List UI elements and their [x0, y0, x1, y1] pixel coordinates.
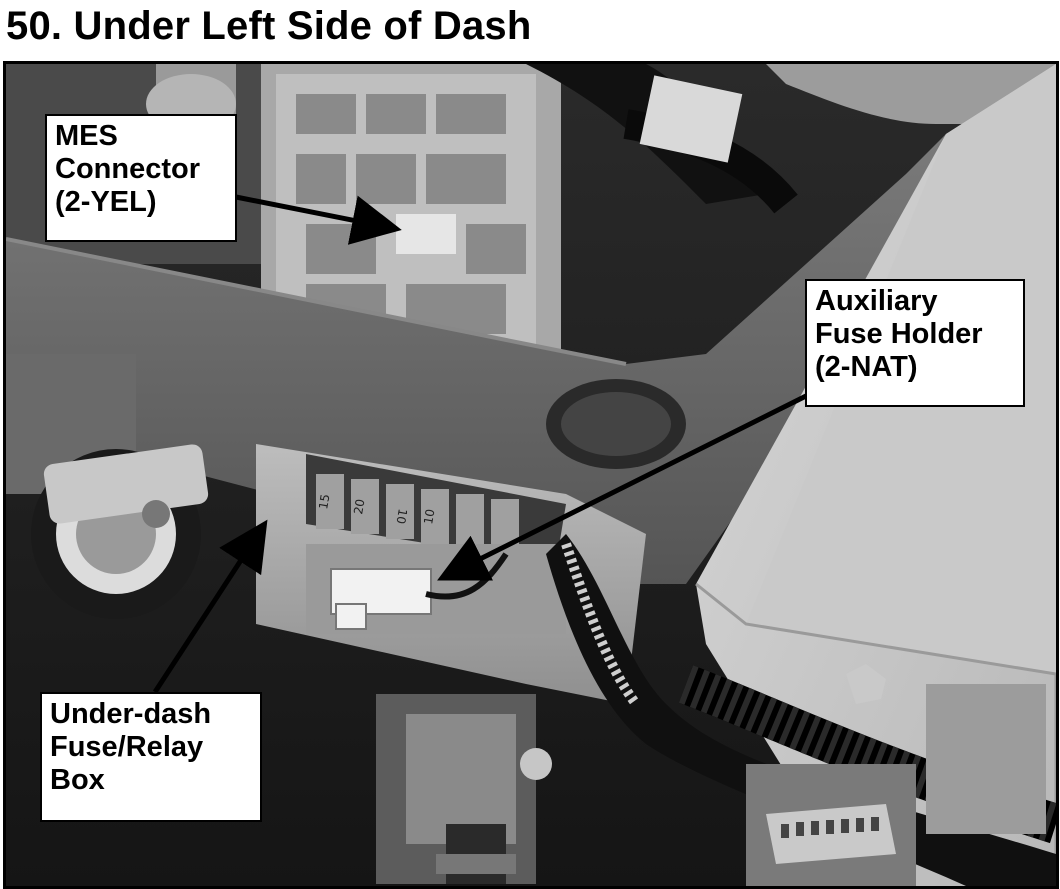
fuse-label-20: 20	[351, 498, 367, 515]
aux-fuse-holder-line3: (2-NAT)	[815, 351, 918, 383]
fuse-label-15: 15	[316, 493, 332, 510]
aux-fuse-holder-line1: Auxiliary	[815, 285, 938, 317]
fuse-label-10a: 10	[393, 508, 409, 525]
mes-connector-line1: MES	[55, 120, 118, 152]
underdash-box-line3: Box	[50, 764, 105, 796]
underdash-box-line2: Fuse/Relay	[50, 731, 204, 763]
underdash-box-callout: Under-dash Fuse/Relay Box	[40, 692, 262, 822]
mes-connector-callout: MES Connector (2-YEL)	[45, 114, 237, 242]
page-title: 50. Under Left Side of Dash	[6, 4, 532, 48]
aux-fuse-holder-line2: Fuse Holder	[815, 318, 983, 350]
underdash-box-line1: Under-dash	[50, 698, 212, 730]
mes-connector-line2: Connector	[55, 153, 200, 185]
fuse-label-10b: 10	[421, 508, 437, 525]
aux-fuse-holder-callout: Auxiliary Fuse Holder (2-NAT)	[805, 279, 1025, 407]
mes-connector-line3: (2-YEL)	[55, 186, 157, 218]
